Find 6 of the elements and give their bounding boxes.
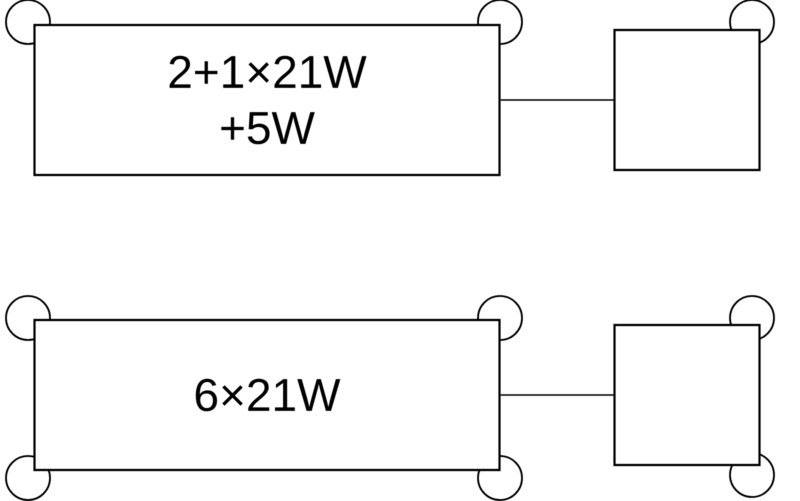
empty-box xyxy=(613,324,761,466)
text-box: 6×21W xyxy=(33,318,501,472)
text-box: 2+1×21W +5W xyxy=(33,24,501,176)
empty-box xyxy=(613,28,761,172)
connector-line xyxy=(500,99,614,101)
connector-line xyxy=(500,394,614,396)
